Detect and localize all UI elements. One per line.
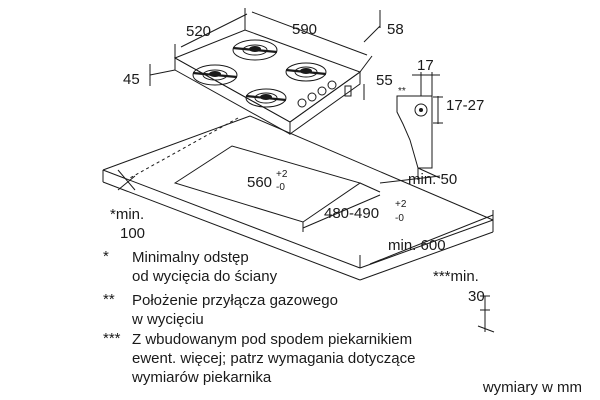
note-text-2: Położenie przyłącza gazowego w wycięciu	[132, 292, 338, 328]
dim-cutout-depth: 480-490 +2 -0	[324, 199, 407, 224]
dim-min-600: min. 600	[388, 237, 446, 254]
dim-hob-width: 520	[186, 23, 211, 40]
hob-drawing	[173, 29, 362, 135]
dim-height-55: 55	[376, 72, 393, 89]
note-text-1: Minimalny odstęp od wycięcia do ściany	[132, 249, 278, 285]
gas-connection-profile	[396, 72, 443, 180]
svg-text:+2: +2	[276, 169, 288, 180]
svg-text:-0: -0	[276, 182, 285, 193]
burner-rear	[232, 39, 278, 61]
units-footer: wymiary w mm	[482, 379, 582, 396]
note-mark-2: **	[103, 291, 115, 308]
dim-min-100-label: *min.	[110, 206, 144, 223]
gas-position-marker: **	[398, 86, 406, 97]
hob-dimension-lines	[149, 8, 381, 100]
dim-min-50: min. 50	[408, 171, 457, 188]
note-mark-1: *	[103, 248, 109, 265]
burner-front	[245, 88, 287, 108]
dim-cutout-width: 560 +2 -0	[247, 169, 288, 193]
svg-text:560: 560	[247, 174, 272, 191]
note-mark-3: ***	[103, 330, 121, 347]
dim-gas-17-27: 17-27	[446, 97, 484, 114]
svg-text:480-490: 480-490	[324, 205, 379, 222]
dim-min-30-value: 30	[468, 288, 485, 305]
note-text-3: Z wbudowanym pod spodem piekarnikiem ewe…	[132, 331, 416, 386]
svg-text:-0: -0	[395, 213, 404, 224]
dim-hob-depth: 590	[292, 21, 317, 38]
dim-height-45: 45	[123, 71, 140, 88]
burner-left	[192, 64, 238, 86]
gas-connector	[344, 85, 352, 97]
control-knobs	[297, 80, 337, 108]
svg-text:+2: +2	[395, 199, 407, 210]
dim-min-100-value: 100	[120, 225, 145, 242]
dim-gas-17: 17	[417, 57, 434, 74]
dim-min-30-label: ***min.	[433, 268, 479, 285]
dim-edge-58: 58	[387, 21, 404, 38]
burner-right	[285, 62, 327, 82]
cutout-dimension-lines	[117, 169, 495, 333]
